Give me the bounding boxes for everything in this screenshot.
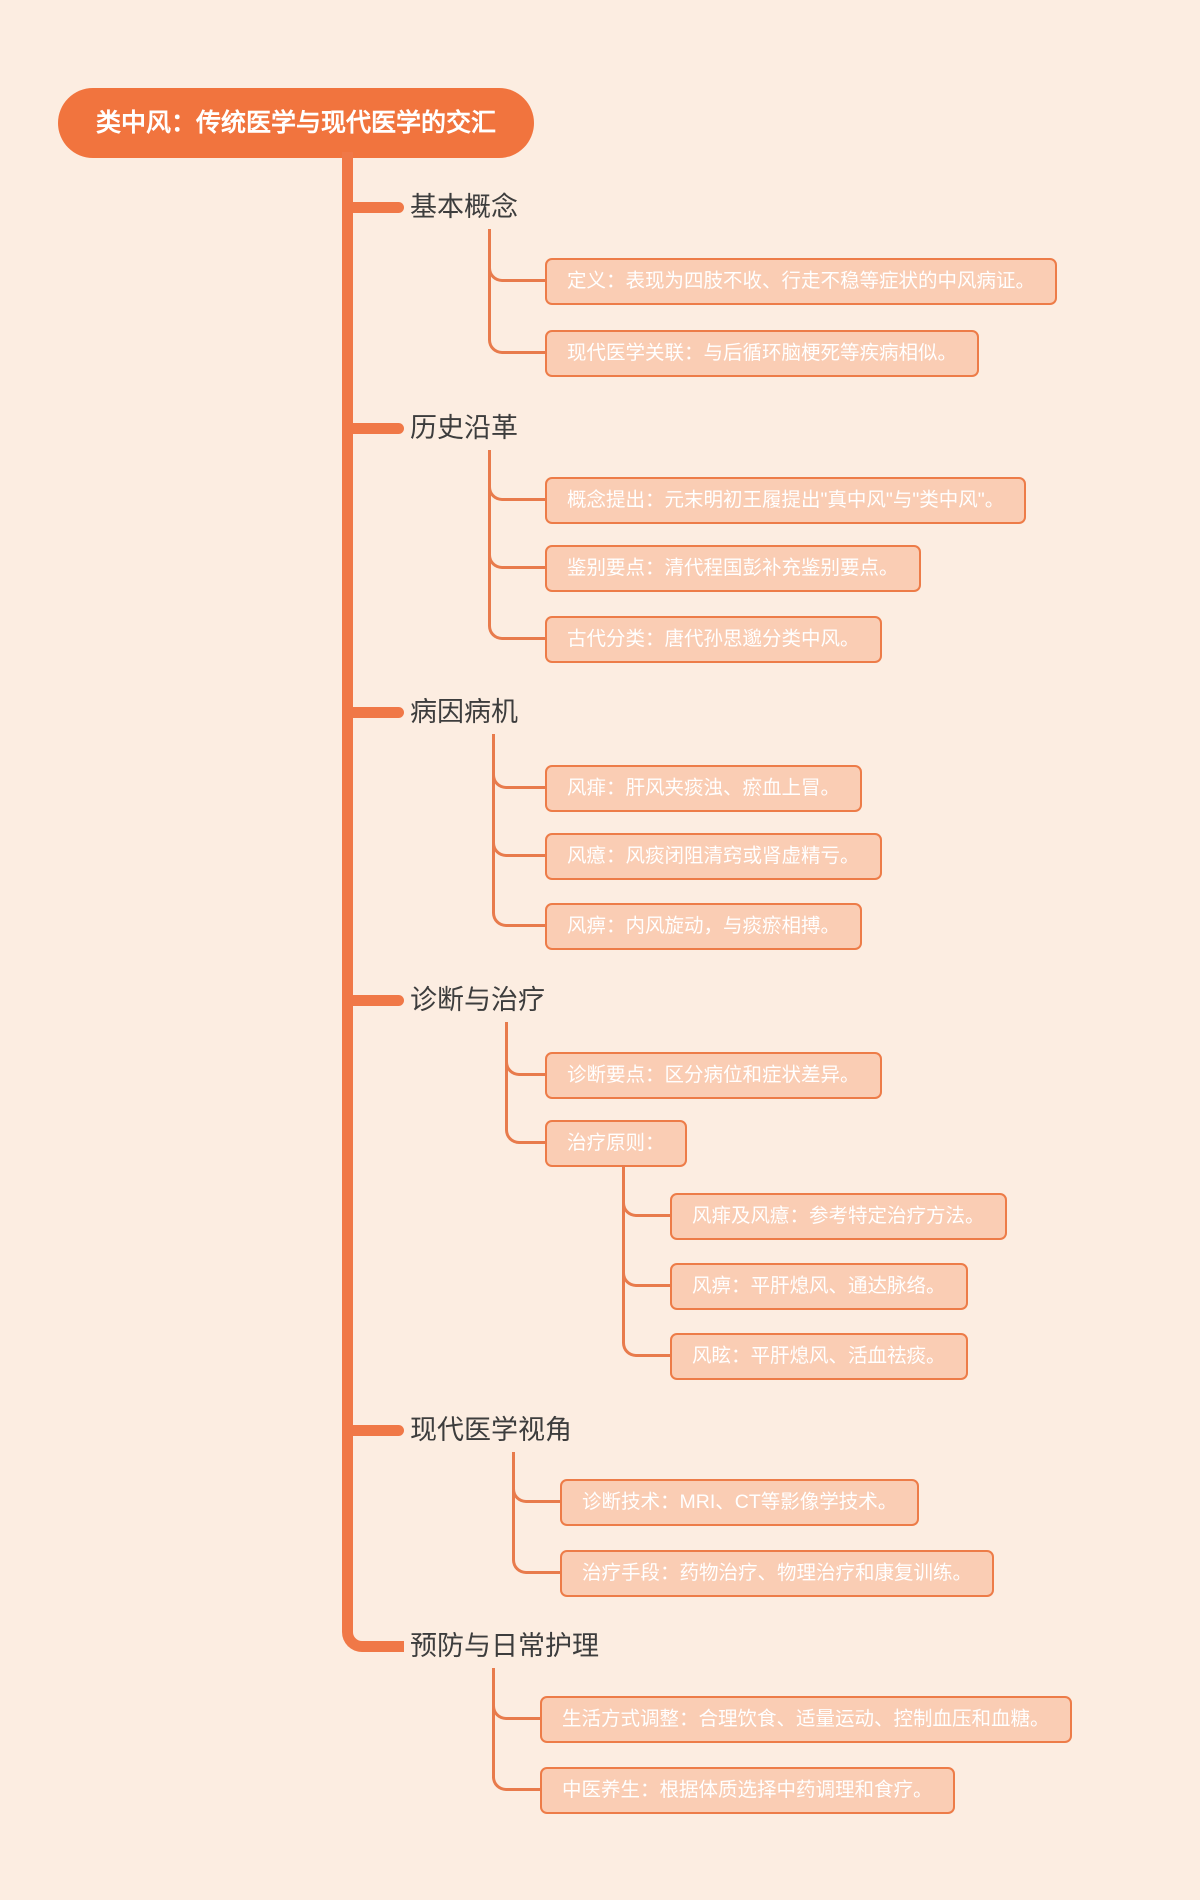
child-node[interactable]: 定义：表现为四肢不收、行走不稳等症状的中风病证。 xyxy=(545,258,1058,305)
branch-label-diagnosis-treatment[interactable]: 诊断与治疗 xyxy=(410,985,545,1015)
connector-elbow xyxy=(488,327,547,354)
connector-elbow xyxy=(622,1260,672,1287)
child-node[interactable]: 治疗原则： xyxy=(545,1120,687,1167)
connector-line xyxy=(492,1668,495,1778)
connector-elbow xyxy=(488,255,547,282)
connector-elbow xyxy=(622,1190,672,1217)
child-node[interactable]: 鉴别要点：清代程国彭补充鉴别要点。 xyxy=(545,545,921,592)
connector-line xyxy=(488,450,491,626)
child-node[interactable]: 中医养生：根据体质选择中药调理和食疗。 xyxy=(540,1767,955,1814)
branch-label-etiology[interactable]: 病因病机 xyxy=(410,697,518,727)
branch-stub xyxy=(342,423,404,434)
connector-line xyxy=(512,1452,515,1560)
branch-stub xyxy=(342,202,404,213)
grandchild-node[interactable]: 风眩：平肝熄风、活血祛痰。 xyxy=(670,1333,968,1380)
child-node[interactable]: 诊断要点：区分病位和症状差异。 xyxy=(545,1052,882,1099)
child-node[interactable]: 治疗手段：药物治疗、物理治疗和康复训练。 xyxy=(560,1550,995,1597)
child-node[interactable]: 生活方式调整：合理饮食、适量运动、控制血压和血糖。 xyxy=(540,1696,1072,1743)
connector-elbow xyxy=(492,1764,542,1791)
branch-label-prevention-care[interactable]: 预防与日常护理 xyxy=(410,1631,599,1661)
branch-stub xyxy=(342,995,404,1006)
connector-elbow xyxy=(488,613,547,640)
child-node[interactable]: 风癔：风痰闭阻清窍或肾虚精亏。 xyxy=(545,833,882,880)
connector-line xyxy=(622,1165,625,1343)
connector-line xyxy=(488,229,491,339)
child-node[interactable]: 诊断技术：MRI、CT等影像学技术。 xyxy=(560,1479,920,1526)
connector-elbow xyxy=(492,900,547,927)
trunk-line xyxy=(342,152,353,1615)
connector-elbow xyxy=(505,1049,547,1076)
child-node[interactable]: 概念提出：元末明初王履提出"真中风"与"类中风"。 xyxy=(545,477,1027,524)
child-node[interactable]: 古代分类：唐代孙思邈分类中风。 xyxy=(545,616,882,663)
connector-elbow xyxy=(492,762,547,789)
grandchild-node[interactable]: 风痱及风癔：参考特定治疗方法。 xyxy=(670,1193,1007,1240)
branch-label-modern-medicine[interactable]: 现代医学视角 xyxy=(410,1415,572,1445)
connector-elbow xyxy=(492,1693,542,1720)
child-node[interactable]: 风痱：肝风夹痰浊、瘀血上冒。 xyxy=(545,765,863,812)
connector-line xyxy=(492,734,495,913)
connector-elbow xyxy=(488,474,547,501)
connector-elbow xyxy=(512,1547,562,1574)
root-node[interactable]: 类中风：传统医学与现代医学的交汇 xyxy=(58,88,535,158)
connector-line xyxy=(505,1022,508,1130)
branch-stub xyxy=(342,707,404,718)
connector-elbow xyxy=(512,1476,562,1503)
connector-elbow xyxy=(488,542,547,569)
child-node[interactable]: 风痹：内风旋动，与痰瘀相搏。 xyxy=(545,903,863,950)
branch-label-basic-concepts[interactable]: 基本概念 xyxy=(410,192,518,222)
branch-label-history[interactable]: 历史沿革 xyxy=(410,413,518,443)
connector-elbow xyxy=(622,1330,672,1357)
child-node[interactable]: 现代医学关联：与后循环脑梗死等疾病相似。 xyxy=(545,330,980,377)
branch-stub-elbow xyxy=(342,1604,404,1652)
grandchild-node[interactable]: 风痹：平肝熄风、通达脉络。 xyxy=(670,1263,968,1310)
connector-elbow xyxy=(505,1117,547,1144)
branch-stub xyxy=(342,1425,404,1436)
connector-elbow xyxy=(492,830,547,857)
